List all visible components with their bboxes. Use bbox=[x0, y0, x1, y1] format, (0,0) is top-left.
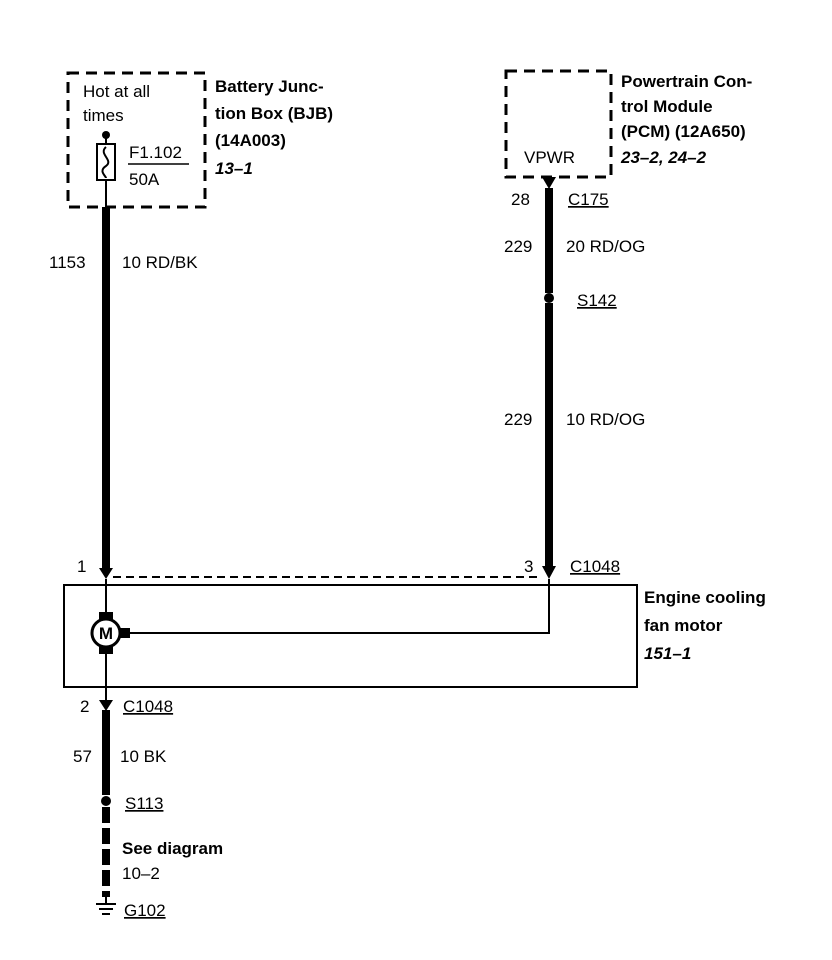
bjb-page-ref: 13–1 bbox=[215, 159, 253, 178]
bjb-part-number: (14A003) bbox=[215, 131, 286, 150]
motor-name-line2: fan motor bbox=[644, 616, 723, 635]
left-wire-gauge-color: 10 RD/BK bbox=[122, 253, 198, 272]
right-upper-circuit-number: 229 bbox=[504, 237, 532, 256]
motor-name-line1: Engine cooling bbox=[644, 588, 766, 607]
fuse-icon bbox=[96, 143, 116, 181]
pcm-name-line2: trol Module bbox=[621, 97, 713, 116]
motor-connector-top: C1048 bbox=[570, 557, 620, 576]
motor-pin1: 1 bbox=[77, 557, 86, 576]
bjb-hot-line1: Hot at all bbox=[83, 82, 150, 101]
pin3-connector-arrow bbox=[542, 566, 556, 579]
bjb-hot-line2: times bbox=[83, 106, 124, 125]
pcm-name-line3: (PCM) (12A650) bbox=[621, 122, 746, 141]
motor-pin2: 2 bbox=[80, 697, 89, 716]
motor-symbol: M bbox=[99, 624, 113, 643]
left-circuit-number: 1153 bbox=[49, 253, 86, 272]
pcm-name-line1: Powertrain Con- bbox=[621, 72, 752, 91]
c175-connector-arrow bbox=[542, 177, 556, 189]
pcm-pin-number: 28 bbox=[511, 190, 530, 209]
motor-brush-bottom bbox=[99, 646, 113, 654]
splice-s113-dot bbox=[101, 796, 111, 806]
right-lower-circuit-number: 229 bbox=[504, 410, 532, 429]
pin2-connector-arrow bbox=[99, 700, 113, 711]
motor-box bbox=[63, 584, 638, 688]
bjb-name-line2: tion Box (BJB) bbox=[215, 104, 333, 123]
motor-connector-bottom: C1048 bbox=[123, 697, 173, 716]
motor-internal-wire bbox=[130, 579, 550, 634]
pcm-connector: C175 bbox=[568, 190, 609, 209]
motor-side-terminal bbox=[120, 628, 130, 638]
splice-s113-label: S113 bbox=[125, 794, 163, 813]
ground-id: G102 bbox=[124, 901, 166, 920]
splice-s142-dot bbox=[544, 293, 554, 303]
bjb-name-line1: Battery Junc- bbox=[215, 77, 324, 96]
see-diagram-line1: See diagram bbox=[122, 839, 223, 858]
see-diagram-line2: 10–2 bbox=[122, 864, 160, 883]
fuse-rating: 50A bbox=[129, 170, 160, 189]
pin1-connector-arrow bbox=[99, 568, 113, 579]
fuse-element bbox=[101, 146, 110, 179]
motor-brush-top bbox=[99, 612, 113, 620]
pcm-pin-label: VPWR bbox=[524, 148, 575, 167]
motor-pin3: 3 bbox=[524, 557, 533, 576]
pcm-page-ref: 23–2, 24–2 bbox=[620, 148, 707, 167]
bjb-box bbox=[66, 71, 207, 209]
fuse-id: F1.102 bbox=[129, 143, 182, 162]
pcm-box bbox=[504, 69, 613, 179]
motor-page-ref: 151–1 bbox=[644, 644, 691, 663]
splice-s142-label: S142 bbox=[577, 291, 617, 310]
right-upper-gauge-color: 20 RD/OG bbox=[566, 237, 645, 256]
ground-circuit-number: 57 bbox=[73, 747, 92, 766]
right-lower-gauge-color: 10 RD/OG bbox=[566, 410, 645, 429]
ground-wire-gauge-color: 10 BK bbox=[120, 747, 167, 766]
